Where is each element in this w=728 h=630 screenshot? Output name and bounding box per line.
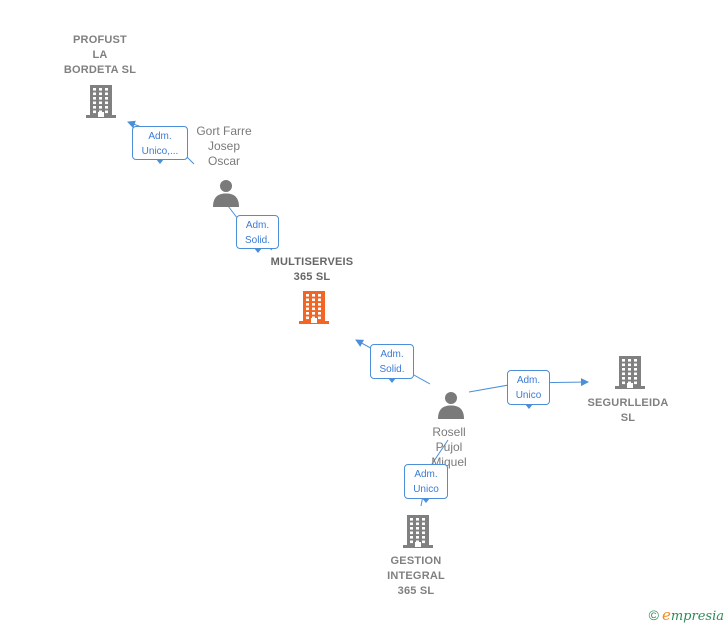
role-badge-gort-profust[interactable]: Adm. Unico,...: [132, 126, 188, 164]
building-icon-highlighted[interactable]: [298, 290, 330, 331]
role-badge-gort-multiserveis[interactable]: Adm. Solid.: [236, 215, 279, 253]
role-badge-rosell-segurlleida[interactable]: Adm. Unico: [507, 370, 550, 409]
company-label-gestion[interactable]: GESTION INTEGRAL 365 SL: [387, 555, 445, 597]
company-label-segurlleida[interactable]: SEGURLLEIDA SL: [587, 397, 669, 424]
role-badge-rosell-multiserveis[interactable]: Adm. Solid.: [370, 344, 414, 383]
copyright-icon: ©: [648, 607, 659, 623]
person-label-gort[interactable]: Gort Farre Josep Oscar: [196, 124, 252, 168]
role-badge-rosell-gestion[interactable]: Adm. Unico: [404, 464, 448, 503]
person-icon[interactable]: [211, 178, 241, 213]
building-icon[interactable]: [402, 514, 434, 555]
empresia-logo: ©empresia: [648, 606, 724, 624]
building-icon[interactable]: [614, 355, 646, 396]
company-label-multiserveis[interactable]: MULTISERVEIS 365 SL: [270, 256, 354, 283]
person-icon[interactable]: [436, 390, 466, 425]
building-icon[interactable]: [85, 84, 117, 125]
edge-layer: [127, 120, 589, 507]
company-label-profust[interactable]: PROFUST LA BORDETA SL: [63, 34, 137, 76]
